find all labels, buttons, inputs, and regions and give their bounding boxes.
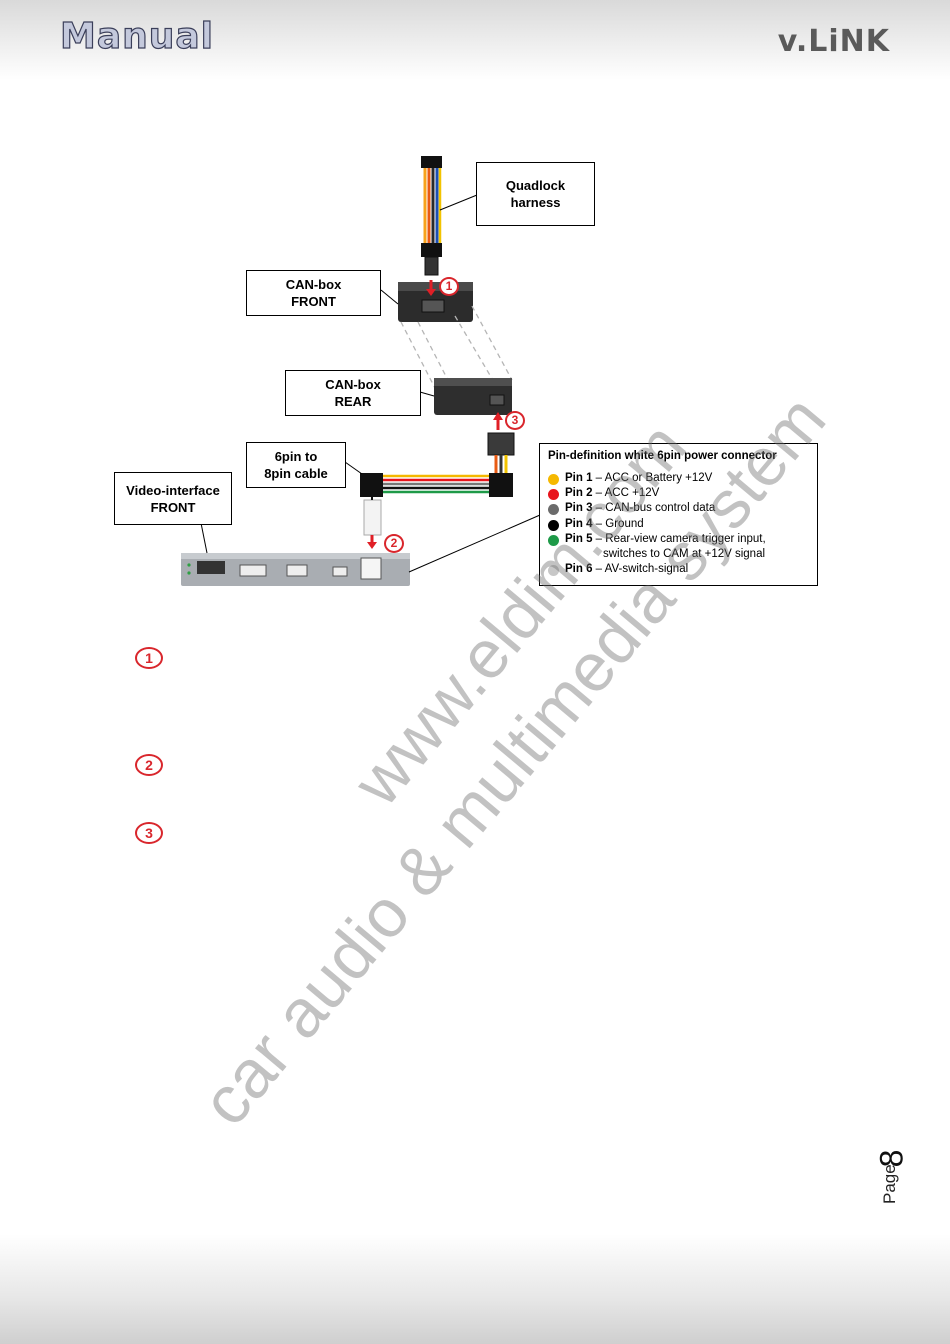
pin-1-name: Pin 1 xyxy=(565,472,593,484)
pin-definition-box: Pin-definition white 6pin power connecto… xyxy=(539,443,818,586)
video-interface-label: Video-interface FRONT xyxy=(114,472,232,525)
page-label: Page xyxy=(880,1164,899,1204)
canbox-front-line2: FRONT xyxy=(291,294,336,309)
pin-1-dot xyxy=(548,474,559,485)
page-header: Manual v.LiNK xyxy=(0,0,950,80)
cable-label: 6pin to 8pin cable xyxy=(246,442,346,488)
marker-3: 3 xyxy=(505,411,525,430)
pin-row-5: Pin 5 – Rear-view camera trigger input, s… xyxy=(548,532,809,562)
pin-2-dot xyxy=(548,489,559,501)
pin-4-desc: – Ground xyxy=(592,517,644,530)
pin-5-desc-line2: switches to CAM at +12V signal xyxy=(603,548,766,561)
pin-3-desc: – CAN-bus control data xyxy=(592,502,716,515)
page-number: Page 8 xyxy=(873,1150,920,1220)
page-value: 8 xyxy=(873,1149,910,1168)
quadlock-label-line1: Quadlock xyxy=(505,178,566,193)
pin-row-3: Pin 3 – CAN-bus control data xyxy=(548,501,809,516)
cable-graphic xyxy=(344,461,513,549)
rear-plug-graphic xyxy=(487,432,515,474)
pin-6-name: Pin 6 xyxy=(565,563,593,576)
canbox-front-graphic xyxy=(380,280,473,322)
pin-row-2: Pin 2 – ACC +12V xyxy=(548,486,809,501)
pin-1-desc: – ACC or Battery +12V xyxy=(592,472,713,484)
quadlock-label: Quadlock harness xyxy=(476,162,595,226)
step-1-marker: 1 xyxy=(135,647,163,669)
pin-5-desc: – Rear-view camera trigger input, xyxy=(592,532,766,545)
pin-3-name: Pin 3 xyxy=(565,502,593,515)
pin-row-1: Pin 1 – ACC or Battery +12V xyxy=(548,471,809,486)
pin-2-desc: – ACC +12V xyxy=(592,487,660,500)
pin-4-dot xyxy=(548,519,559,531)
manual-logo: Manual xyxy=(59,15,215,57)
step-3-marker: 3 xyxy=(135,822,163,844)
canbox-front-label: CAN-box FRONT xyxy=(246,270,381,316)
pin-6-dot xyxy=(548,565,559,577)
mounting-guides xyxy=(400,305,513,391)
video-interface-line2: FRONT xyxy=(150,499,196,515)
cable-line2: 8pin cable xyxy=(264,466,328,481)
canbox-rear-line2: REAR xyxy=(334,394,372,409)
pin-definition-title: Pin-definition white 6pin power connecto… xyxy=(548,450,777,462)
page-footer xyxy=(0,1234,950,1344)
pin-row-4: Pin 4 – Ground xyxy=(548,517,809,532)
vlink-logo: v.LiNK xyxy=(777,24,890,59)
pin-5-name: Pin 5 xyxy=(565,532,593,545)
step-2-marker: 2 xyxy=(135,754,163,776)
pin-4-name: Pin 4 xyxy=(565,517,593,530)
video-interface-line1: Video-interface xyxy=(126,482,220,498)
marker-1: 1 xyxy=(439,277,459,296)
quadlock-label-line2: harness xyxy=(510,195,561,210)
canbox-rear-line1: CAN-box xyxy=(325,377,381,392)
video-interface-graphic xyxy=(181,514,541,586)
cable-line1: 6pin to xyxy=(274,449,318,464)
marker-2: 2 xyxy=(384,534,404,553)
quadlock-harness-graphic xyxy=(421,156,478,276)
pin-2-name: Pin 2 xyxy=(565,487,593,500)
pin-6-desc: – AV-switch-signal xyxy=(592,563,689,576)
pin-5-dot xyxy=(548,534,559,546)
pin-3-dot xyxy=(548,504,559,516)
pin-row-6: Pin 6 – AV-switch-signal xyxy=(548,562,809,577)
canbox-rear-graphic xyxy=(419,378,512,430)
canbox-front-line1: CAN-box xyxy=(285,277,342,292)
canbox-rear-label: CAN-box REAR xyxy=(285,370,421,416)
